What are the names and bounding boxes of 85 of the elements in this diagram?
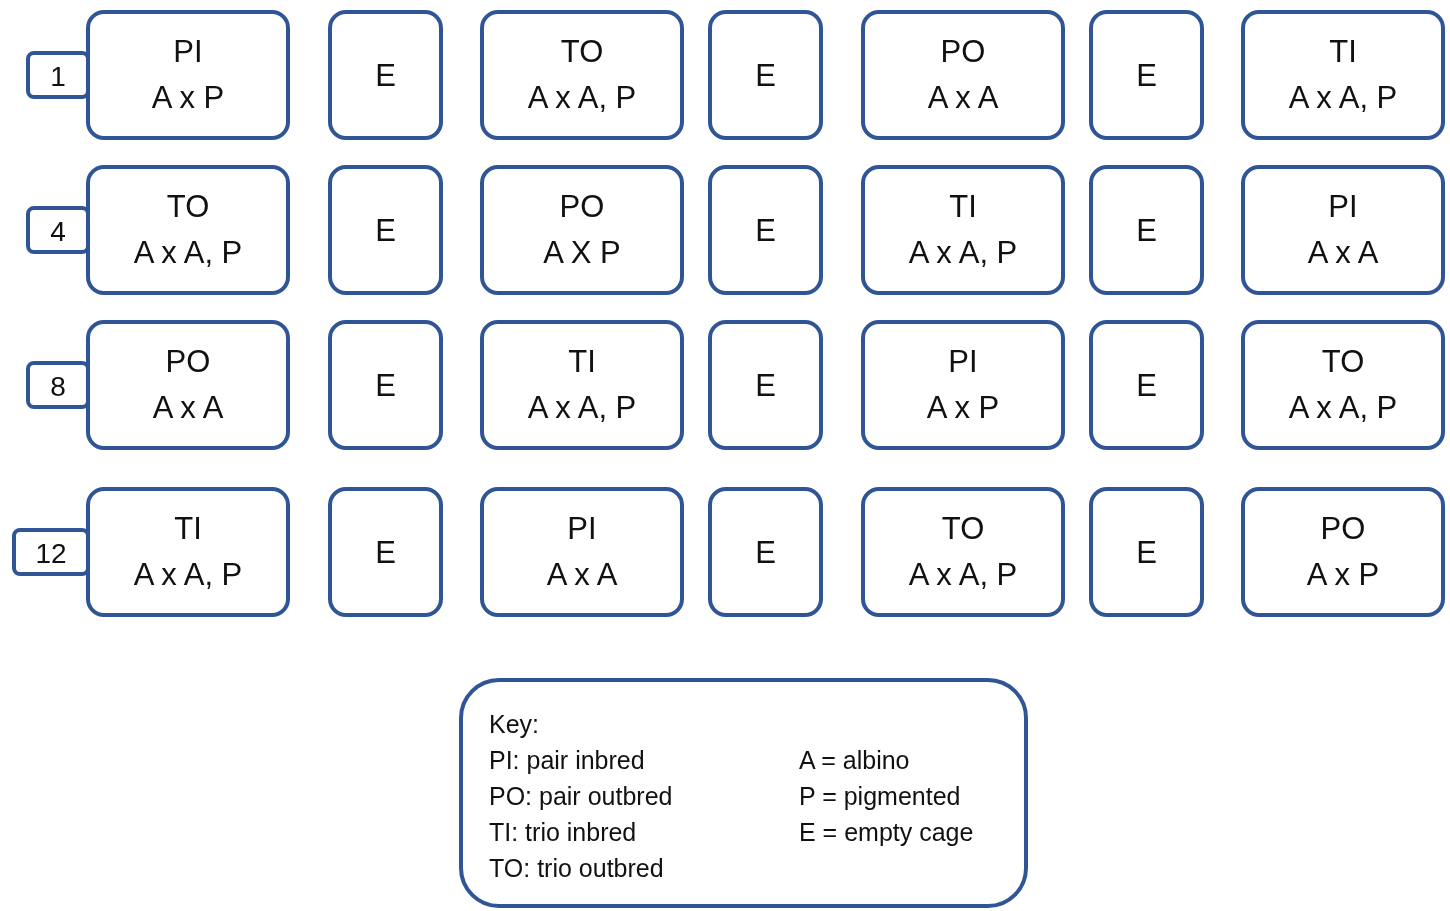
cage-box [861, 10, 1065, 140]
row-number: 12 [34, 538, 68, 570]
cage-box [861, 165, 1065, 295]
cage-label: TO [165, 189, 211, 225]
cage-label: TI [1328, 34, 1358, 70]
cage-box [480, 487, 684, 617]
key-entry: P = pigmented [799, 782, 961, 811]
empty-cage-box [1089, 165, 1204, 295]
cage-label: E [374, 58, 397, 94]
cross-label: A x A, P [132, 557, 244, 593]
cage-box [86, 487, 290, 617]
cross-label: A x A [151, 390, 225, 426]
empty-cage-box [328, 487, 443, 617]
cage-label: TI [173, 511, 203, 547]
cage-label: PO [164, 344, 212, 380]
cage-label: PI [1327, 189, 1359, 225]
cage-label: TI [567, 344, 597, 380]
cage-label: PO [558, 189, 606, 225]
empty-cage-box [328, 10, 443, 140]
cross-label: A x A [926, 80, 1000, 116]
cage-label: E [754, 535, 777, 571]
row-number: 4 [49, 216, 67, 248]
cage-box [480, 10, 684, 140]
cage-label: PI [947, 344, 979, 380]
key-box [459, 678, 1028, 908]
cage-label: TI [948, 189, 978, 225]
cross-label: A x A, P [907, 557, 1019, 593]
empty-cage-box [1089, 10, 1204, 140]
empty-cage-box [1089, 487, 1204, 617]
key-entry: PO: pair outbred [489, 782, 673, 811]
cross-label: A x A [1306, 235, 1380, 271]
cage-label: TO [940, 511, 986, 547]
cage-box [86, 320, 290, 450]
cage-box [480, 165, 684, 295]
cage-label: PO [1319, 511, 1367, 547]
cage-box [861, 320, 1065, 450]
key-entry: E = empty cage [799, 818, 974, 847]
key-entry: TO: trio outbred [489, 854, 664, 883]
cross-label: A x P [925, 390, 1001, 426]
cage-label: E [754, 58, 777, 94]
key-entry: TI: trio inbred [489, 818, 637, 847]
cross-label: A x A, P [132, 235, 244, 271]
row-number: 8 [49, 371, 67, 403]
cage-label: E [374, 535, 397, 571]
cage-label: E [1135, 368, 1158, 404]
empty-cage-box [328, 320, 443, 450]
empty-cage-box [708, 320, 823, 450]
cage-box [86, 165, 290, 295]
cage-box [1241, 487, 1445, 617]
key-entry: PI: pair inbred [489, 746, 645, 775]
cage-box [1241, 320, 1445, 450]
key-entry: A = albino [799, 746, 910, 775]
cross-label: A x A, P [1287, 80, 1399, 116]
cage-box [1241, 165, 1445, 295]
cage-label: PO [939, 34, 987, 70]
cross-label: A x A, P [907, 235, 1019, 271]
cross-label: A x A, P [526, 390, 638, 426]
cage-label: TO [559, 34, 605, 70]
cross-label: A x P [1305, 557, 1381, 593]
cage-label: E [1135, 535, 1158, 571]
cross-label: A x A, P [526, 80, 638, 116]
cage-box [480, 320, 684, 450]
cage-label: E [754, 368, 777, 404]
cage-label: E [374, 368, 397, 404]
cage-box [861, 487, 1065, 617]
empty-cage-box [708, 487, 823, 617]
cage-label: E [1135, 58, 1158, 94]
cage-label: PI [566, 511, 598, 547]
cage-label: TO [1320, 344, 1366, 380]
cage-label: E [374, 213, 397, 249]
cage-label: PI [172, 34, 204, 70]
empty-cage-box [328, 165, 443, 295]
cross-label: A X P [542, 235, 622, 271]
key-heading: Key: [489, 710, 540, 739]
empty-cage-box [708, 165, 823, 295]
cross-label: A x A, P [1287, 390, 1399, 426]
empty-cage-box [708, 10, 823, 140]
cage-box [86, 10, 290, 140]
cross-label: A x P [150, 80, 226, 116]
cage-box [1241, 10, 1445, 140]
cage-label: E [1135, 213, 1158, 249]
row-number: 1 [49, 61, 67, 93]
cross-label: A x A [545, 557, 619, 593]
cage-label: E [754, 213, 777, 249]
empty-cage-box [1089, 320, 1204, 450]
